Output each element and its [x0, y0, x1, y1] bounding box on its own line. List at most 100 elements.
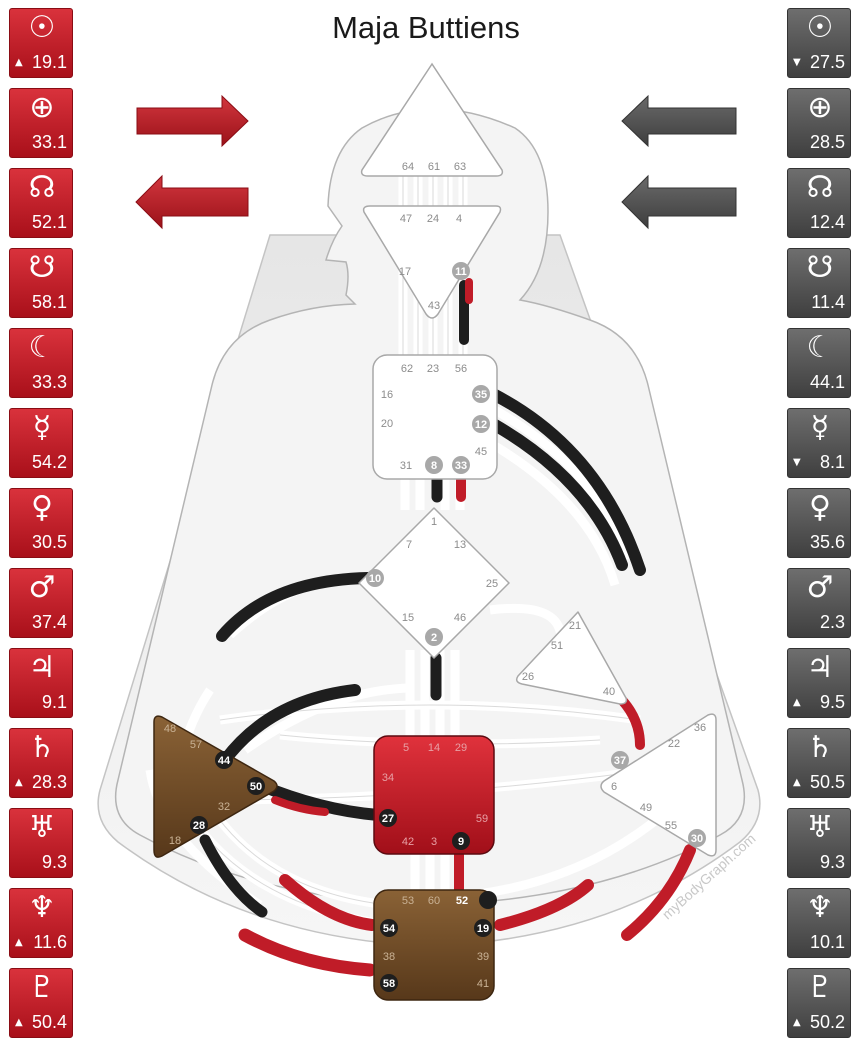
- chart-title: Maja Buttiens: [332, 10, 520, 45]
- direction-arrow-icon: ▲: [15, 57, 23, 68]
- gate-59: 59: [476, 813, 488, 825]
- design-planet-moon[interactable]: ☾33.3: [9, 328, 73, 398]
- gate-61: 61: [428, 161, 440, 173]
- gate-10: 10: [369, 573, 381, 585]
- gate-line-value: 10.1: [809, 932, 845, 952]
- design-planet-uranus[interactable]: ♅9.3: [9, 808, 73, 878]
- personality-planet-venus[interactable]: ♀35.6: [787, 488, 851, 558]
- design-planet-jupiter[interactable]: ♃9.1: [9, 648, 73, 718]
- gate-19: 19: [477, 923, 489, 935]
- personality-planet-column: ☉▼27.5⊕28.5☊12.4☋11.4☾44.1☿▼8.1♀35.6♂2.3…: [787, 8, 851, 1048]
- design-planet-neptune[interactable]: ♆▲11.6: [9, 888, 73, 958]
- gate-48: 48: [164, 723, 176, 735]
- gate-5: 5: [403, 742, 409, 754]
- gate-60: 60: [428, 895, 440, 907]
- mars-icon: ♂: [806, 570, 834, 605]
- throat-center: [372, 354, 498, 480]
- gate-line-value: 58.1: [31, 292, 67, 312]
- direction-arrow-icon: ▼: [793, 57, 801, 68]
- gate-4: 4: [456, 213, 462, 225]
- saturn-icon: ♄: [806, 730, 834, 765]
- earth-icon: ⊕: [807, 90, 833, 125]
- channel-54-32: [279, 874, 378, 931]
- personality-planet-jupiter[interactable]: ♃▲9.5: [787, 648, 851, 718]
- gate-line-value: 2.3: [819, 612, 845, 632]
- gate-1: 1: [431, 516, 437, 528]
- heart-center: [515, 611, 628, 705]
- design-planet-south-node[interactable]: ☋58.1: [9, 248, 73, 318]
- uranus-icon: ♅: [806, 810, 834, 845]
- neptune-icon: ♆: [28, 890, 56, 925]
- uranus-icon: ♅: [28, 810, 56, 845]
- personality-arrow-top-left-icon: [621, 94, 737, 148]
- gate-line-value: 44.1: [809, 372, 845, 392]
- ajna-center: [362, 205, 502, 319]
- personality-planet-moon[interactable]: ☾ 44.1: [787, 328, 851, 398]
- gate-40: 40: [603, 686, 615, 698]
- personality-planet-neptune[interactable]: ♆ 10.1: [787, 888, 851, 958]
- design-planet-north-node[interactable]: ☊52.1: [9, 168, 73, 238]
- gate-33: 33: [455, 460, 467, 472]
- gate-26: 26: [522, 671, 534, 683]
- channel-10-57: [216, 572, 374, 642]
- gate-27: 27: [382, 813, 394, 825]
- gate-29: 29: [455, 742, 467, 754]
- channel-35-36: [489, 389, 646, 576]
- personality-planet-north-node[interactable]: ☊12.4: [787, 168, 851, 238]
- jupiter-icon: ♃: [28, 650, 56, 685]
- gate-50: 50: [250, 781, 262, 793]
- gate-49: 49: [640, 802, 652, 814]
- personality-planet-mercury[interactable]: ☿▼8.1: [787, 408, 851, 478]
- gate-labels: 64 61 63 47 24 4 17 11 43 62 23 56 16 35…: [164, 161, 706, 990]
- personality-planet-sun[interactable]: ☉▼27.5: [787, 8, 851, 78]
- gate-8: 8: [431, 460, 437, 472]
- personality-arrow-bottom-left-icon: [621, 174, 737, 230]
- gate-32: 32: [218, 801, 230, 813]
- body-graph: 64 61 63 47 24 4 17 11 43 62 23 56 16 35…: [97, 62, 761, 1001]
- mercury-icon: ☿: [32, 410, 52, 445]
- design-planet-venus[interactable]: ♀30.5: [9, 488, 73, 558]
- design-planet-mars[interactable]: ♂37.4: [9, 568, 73, 638]
- design-planet-saturn[interactable]: ♄▲28.3: [9, 728, 73, 798]
- gate-line-value: 11.4: [811, 292, 845, 312]
- gate-line-value: 52.1: [31, 212, 67, 232]
- personality-planet-earth[interactable]: ⊕28.5: [787, 88, 851, 158]
- gate-62: 62: [401, 363, 413, 375]
- g-center: [358, 507, 510, 659]
- gate-35: 35: [475, 389, 487, 401]
- mercury-icon: ☿: [810, 410, 830, 445]
- personality-planet-saturn[interactable]: ♄▲50.5: [787, 728, 851, 798]
- design-planet-sun[interactable]: ☉▲19.1: [9, 8, 73, 78]
- sun-icon: ☉: [806, 10, 834, 45]
- personality-planet-uranus[interactable]: ♅9.3: [787, 808, 851, 878]
- gate-45: 45: [475, 446, 487, 458]
- gate-2: 2: [431, 632, 437, 644]
- gate-24: 24: [427, 213, 439, 225]
- neptune-icon: ♆: [806, 890, 834, 925]
- design-arrow-bottom-left-icon: [135, 174, 249, 230]
- personality-planet-pluto[interactable]: ♇▲50.2: [787, 968, 851, 1038]
- gate-13: 13: [454, 539, 466, 551]
- gate-7: 7: [406, 539, 412, 551]
- design-planet-earth[interactable]: ⊕33.1: [9, 88, 73, 158]
- personality-planet-south-node[interactable]: ☋11.4: [787, 248, 851, 318]
- channel-12-22: [489, 419, 628, 571]
- gate-54: 54: [383, 923, 396, 935]
- gate-31: 31: [400, 460, 412, 472]
- gate-18: 18: [169, 835, 181, 847]
- gate-57: 57: [190, 739, 202, 751]
- design-planet-mercury[interactable]: ☿ 54.2: [9, 408, 73, 478]
- earth-icon: ⊕: [29, 90, 55, 125]
- activated-channels: [199, 278, 696, 977]
- gate-line-value: 54.2: [31, 452, 67, 472]
- design-planet-pluto[interactable]: ♇▲50.4: [9, 968, 73, 1038]
- direction-arrow-icon: ▲: [15, 937, 23, 948]
- gate-44: 44: [218, 755, 231, 767]
- personality-planet-mars[interactable]: ♂ 2.3: [787, 568, 851, 638]
- gate-37: 37: [614, 755, 626, 767]
- moon-icon: ☾: [806, 330, 834, 365]
- gate-line-value: 9.5: [819, 692, 845, 712]
- channel-30-41: [621, 844, 696, 941]
- gate-39: 39: [477, 951, 489, 963]
- gate-53: 53: [402, 895, 414, 907]
